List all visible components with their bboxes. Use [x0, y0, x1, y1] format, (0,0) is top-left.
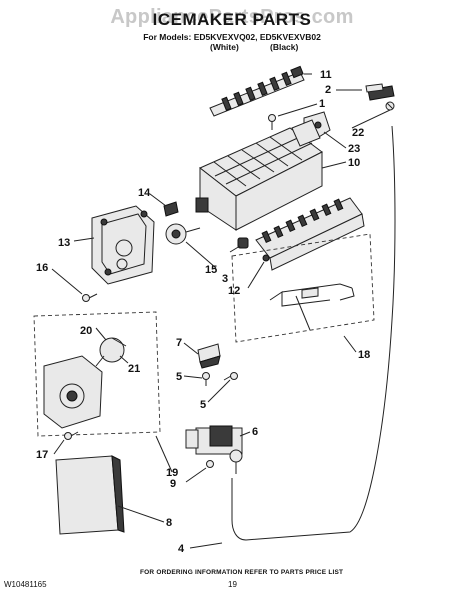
- callout-10: 10: [348, 157, 360, 169]
- callout-7: 7: [176, 337, 182, 349]
- callout-3: 3: [222, 273, 228, 285]
- callout-5b: 5: [200, 399, 206, 411]
- screw-part-16: [82, 293, 98, 302]
- callout-14: 14: [138, 187, 151, 199]
- callout-20: 20: [80, 325, 92, 337]
- callout-1: 1: [319, 98, 325, 110]
- callout-19: 19: [166, 467, 178, 479]
- white-label: (White): [210, 42, 239, 52]
- page-title: ICEMAKER PARTS: [152, 10, 312, 29]
- callout-5a: 5: [176, 371, 182, 383]
- callout-13: 13: [58, 237, 70, 249]
- page-number: 19: [228, 580, 237, 589]
- screw-part-1: [268, 114, 276, 130]
- thermostat-part: [165, 223, 201, 245]
- screw-part-5b: [223, 372, 238, 381]
- motor-assembly-part: [33, 311, 161, 437]
- callout-4: 4: [178, 543, 185, 555]
- cover-panel-part: [55, 455, 125, 535]
- icemaker-mold-part: [195, 119, 323, 231]
- callout-22: 22: [352, 127, 364, 139]
- callout-16: 16: [36, 262, 48, 274]
- water-valve-part: [185, 425, 243, 474]
- leader-lines: [51, 73, 391, 549]
- callout-8: 8: [166, 517, 172, 529]
- ordering-info: FOR ORDERING INFORMATION REFER TO PARTS …: [140, 569, 344, 576]
- models-line: For Models: ED5KVEXVQ02, ED5KVEXVB02: [143, 32, 321, 42]
- clip-part-14: [163, 201, 179, 217]
- callout-9: 9: [170, 478, 176, 490]
- callout-2: 2: [325, 84, 331, 96]
- screw-part-22: [385, 101, 395, 111]
- screw-part-5a: [202, 372, 210, 386]
- valve-cover-part: [197, 343, 221, 369]
- callout-12: 12: [228, 285, 240, 297]
- callout-17: 17: [36, 449, 48, 461]
- grommet-part: [237, 237, 249, 249]
- document-number: W10481165: [4, 580, 47, 589]
- callout-23: 23: [348, 143, 360, 155]
- module-housing-part: [91, 205, 155, 285]
- ejector-rake-part: [209, 65, 305, 117]
- callout-21: 21: [128, 363, 140, 375]
- screw-part-9: [206, 460, 214, 468]
- shutoff-arm-part: [231, 233, 375, 343]
- callout-18: 18: [358, 349, 370, 361]
- clip-part: [365, 83, 395, 101]
- screw-part-17: [64, 431, 79, 440]
- black-label: (Black): [270, 42, 299, 52]
- callout-6: 6: [252, 426, 258, 438]
- callout-15: 15: [205, 264, 217, 276]
- water-tube-part: [231, 125, 396, 541]
- watermark: AppliancePartsPros.com: [110, 6, 354, 28]
- callout-11: 11: [320, 69, 332, 81]
